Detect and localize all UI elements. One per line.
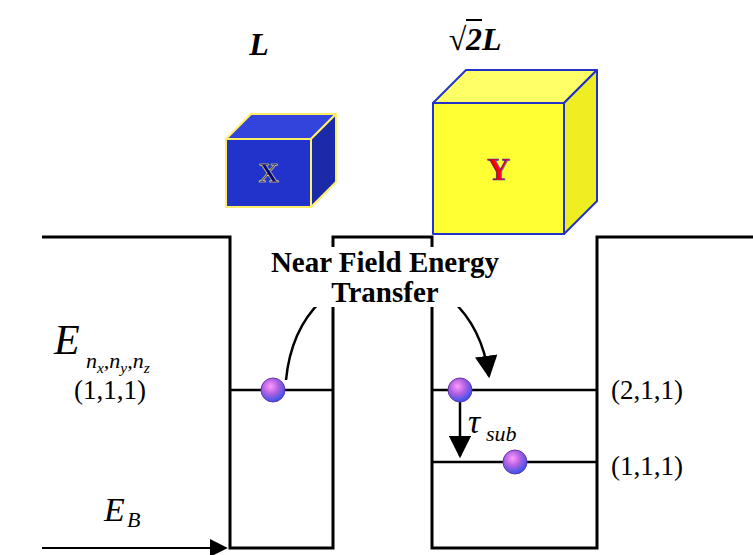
state-label: (1,1,1) bbox=[611, 452, 683, 480]
relaxation-arrow bbox=[459, 402, 462, 456]
cube-outline bbox=[224, 112, 338, 209]
time-subscript: sub bbox=[486, 422, 517, 445]
cube-letter: X bbox=[258, 157, 278, 189]
cube-outline bbox=[431, 68, 599, 236]
exciton-dot bbox=[261, 378, 285, 402]
barrier-arrow bbox=[42, 547, 226, 549]
potential-profile bbox=[42, 237, 753, 548]
energy-symbol: E bbox=[54, 318, 80, 362]
dimension-label: L bbox=[249, 28, 269, 62]
cube-box: Y bbox=[431, 68, 599, 236]
time-symbol: τ bbox=[468, 404, 480, 440]
barrier-symbol: E bbox=[104, 492, 125, 528]
cube-box: X bbox=[224, 112, 338, 209]
state-label: (2,1,1) bbox=[611, 376, 683, 404]
dimension-label: √2L bbox=[448, 23, 501, 57]
transfer-label: Near Field Energy Transfer bbox=[267, 247, 503, 308]
state-label: (1,1,1) bbox=[74, 376, 146, 404]
exciton-dot bbox=[503, 450, 527, 474]
exciton-dot bbox=[448, 378, 472, 402]
energy-subscript: nx,ny,nz bbox=[86, 349, 150, 376]
barrier-subscript: B bbox=[127, 508, 140, 531]
cube-letter: Y bbox=[487, 150, 510, 187]
